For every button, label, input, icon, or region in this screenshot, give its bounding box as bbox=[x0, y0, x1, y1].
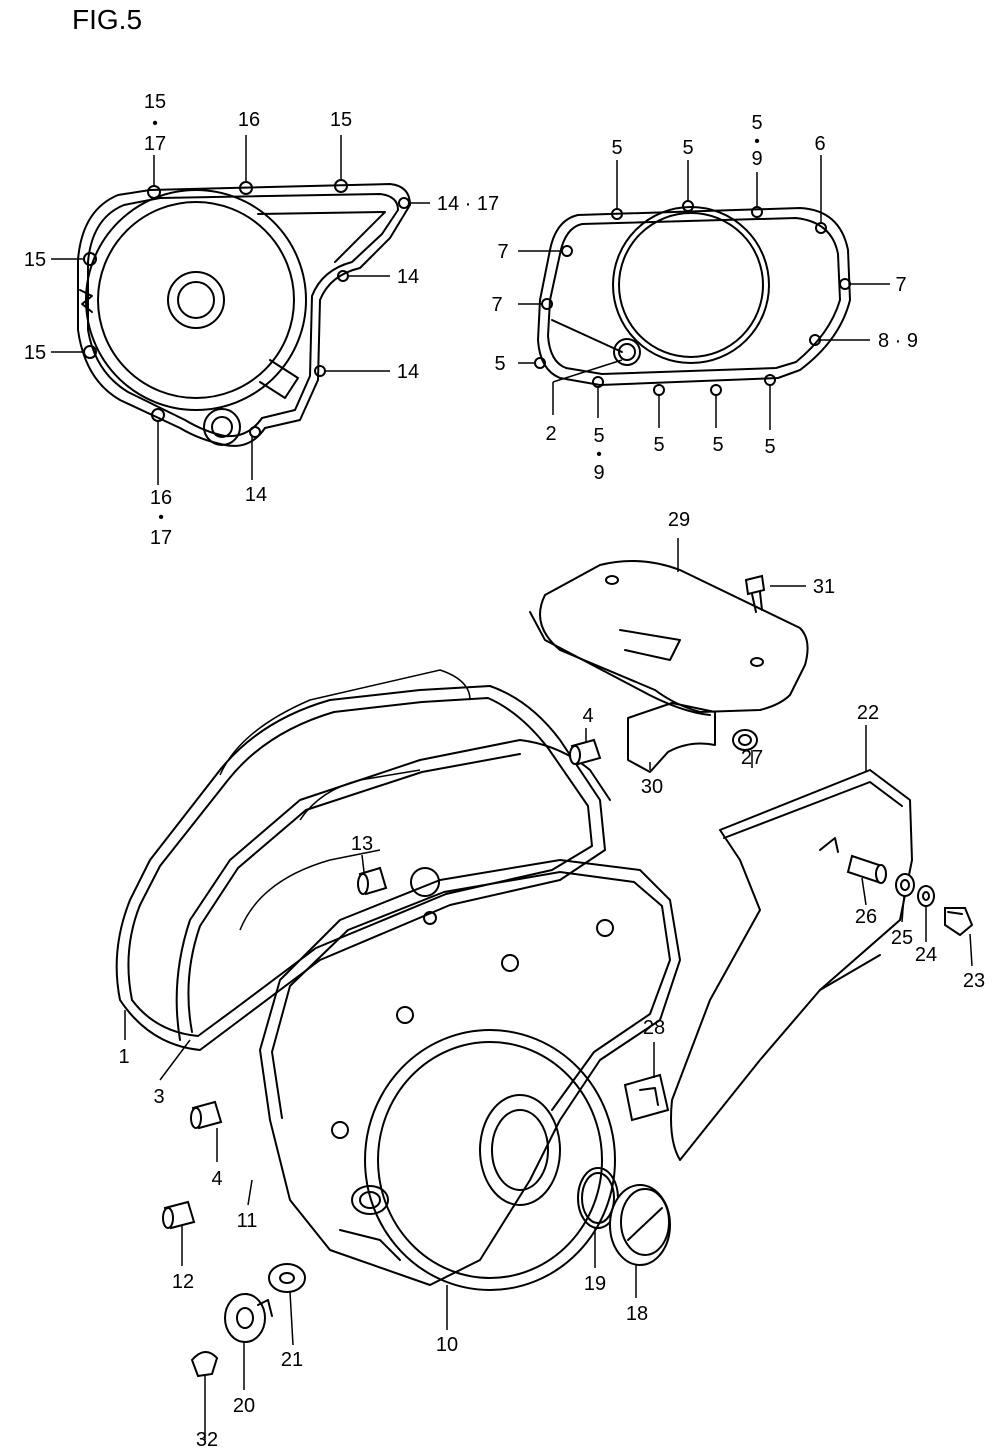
label-16: 16 bbox=[238, 109, 260, 131]
washer-24 bbox=[917, 885, 935, 907]
clip-28 bbox=[623, 1073, 670, 1122]
label-12: 12 bbox=[172, 1271, 194, 1293]
figure-title: FIG.5 bbox=[72, 4, 143, 35]
assembly-labels: 29 31 4 22 27 30 13 26 25 24 23 1 3 28 4… bbox=[118, 509, 985, 1451]
label-22: 22 bbox=[857, 702, 879, 724]
label-14-a: 14 bbox=[397, 266, 419, 288]
label-24: 24 bbox=[915, 944, 937, 966]
label-14-17: 14 · 17 bbox=[437, 193, 499, 215]
label-26: 26 bbox=[855, 906, 877, 928]
label-11: 11 bbox=[237, 1210, 258, 1232]
chain-guard-22 bbox=[670, 769, 913, 1161]
dowel-pin-13 bbox=[357, 866, 388, 896]
clutch-cover-10 bbox=[259, 859, 681, 1291]
label-6: 6 bbox=[814, 133, 825, 155]
dowel-pin-4-top bbox=[569, 738, 602, 766]
label-25: 25 bbox=[891, 927, 913, 949]
label-5-b: 5 bbox=[682, 137, 693, 159]
label-5-9b-dot: • bbox=[596, 446, 602, 463]
gasket-3 bbox=[175, 739, 611, 1041]
label-14-b: 14 bbox=[397, 361, 419, 383]
label-5-a: 5 bbox=[611, 137, 622, 159]
clutch-cover-gasket bbox=[534, 200, 851, 396]
label-5-9-bottom: 9 bbox=[751, 148, 762, 170]
label-15-17-dot: • bbox=[152, 115, 158, 132]
label-15-left2: 15 bbox=[24, 342, 46, 364]
bolt-31 bbox=[744, 574, 766, 613]
label-5-e: 5 bbox=[764, 436, 775, 458]
spacer-26 bbox=[846, 854, 887, 884]
label-5-9b-bottom: 9 bbox=[593, 462, 604, 484]
label-23: 23 bbox=[963, 970, 985, 992]
label-10: 10 bbox=[436, 1334, 458, 1356]
crankcase-gasket-1 bbox=[115, 669, 606, 1051]
label-27: 27 bbox=[741, 747, 763, 769]
label-21: 21 bbox=[281, 1349, 303, 1371]
label-14-c: 14 bbox=[245, 484, 267, 506]
gasket-right-leaders bbox=[518, 155, 890, 430]
label-1: 1 bbox=[118, 1046, 129, 1068]
dowel-pin-12 bbox=[162, 1200, 196, 1230]
label-15-top: 15 bbox=[330, 109, 352, 131]
label-5-9-dot: • bbox=[754, 133, 760, 150]
label-5-9b-top: 5 bbox=[593, 425, 604, 447]
bolt-23 bbox=[944, 907, 974, 937]
label-5-left: 5 bbox=[494, 353, 505, 375]
label-32: 32 bbox=[196, 1429, 218, 1451]
label-3: 3 bbox=[153, 1086, 164, 1108]
bracket-30 bbox=[627, 702, 716, 773]
dowel-pin-4-bottom bbox=[190, 1100, 223, 1130]
cap-32 bbox=[190, 1351, 219, 1378]
label-8-9: 8 · 9 bbox=[878, 330, 918, 352]
label-18: 18 bbox=[626, 1303, 648, 1325]
label-30: 30 bbox=[641, 776, 663, 798]
label-16-17-bottom: 17 bbox=[150, 527, 172, 549]
grommet-27 bbox=[732, 729, 758, 751]
label-15-left: 15 bbox=[24, 249, 46, 271]
label-4-top: 4 bbox=[582, 705, 593, 727]
gasket-left-labels: 15 • 17 16 15 14 · 17 15 14 15 14 16 • 1… bbox=[24, 91, 499, 549]
plug-bolt-20 bbox=[224, 1293, 273, 1343]
label-29: 29 bbox=[668, 509, 690, 531]
label-5-d: 5 bbox=[712, 434, 723, 456]
washer-21 bbox=[268, 1263, 306, 1293]
label-20: 20 bbox=[233, 1395, 255, 1417]
label-19: 19 bbox=[584, 1273, 606, 1295]
label-4-bottom: 4 bbox=[211, 1168, 222, 1190]
gasket-left-leaders bbox=[51, 135, 430, 485]
assembly-leaders bbox=[124, 538, 973, 1440]
cover-29 bbox=[529, 560, 809, 716]
label-7-b: 7 bbox=[491, 294, 502, 316]
label-15-17-bottom: 17 bbox=[144, 133, 166, 155]
generator-cover-gasket bbox=[77, 179, 411, 447]
label-7-right: 7 bbox=[895, 274, 906, 296]
label-2: 2 bbox=[545, 423, 556, 445]
label-16-17-top: 16 bbox=[150, 487, 172, 509]
inner-rotor-window bbox=[239, 769, 440, 931]
plug-18 bbox=[609, 1184, 671, 1266]
label-15-17-top: 15 bbox=[144, 91, 166, 113]
gasket-right-labels: 5 5 5 • 9 6 7 7 7 8 · 9 5 2 5 • 9 5 5 5 bbox=[491, 112, 918, 484]
label-5-9-top: 5 bbox=[751, 112, 762, 134]
label-7-a: 7 bbox=[497, 241, 508, 263]
label-31: 31 bbox=[813, 576, 835, 598]
label-13: 13 bbox=[351, 833, 373, 855]
washer-25 bbox=[895, 873, 915, 897]
label-16-17-dot: • bbox=[158, 509, 164, 526]
label-5-c: 5 bbox=[653, 434, 664, 456]
label-28: 28 bbox=[643, 1017, 665, 1039]
